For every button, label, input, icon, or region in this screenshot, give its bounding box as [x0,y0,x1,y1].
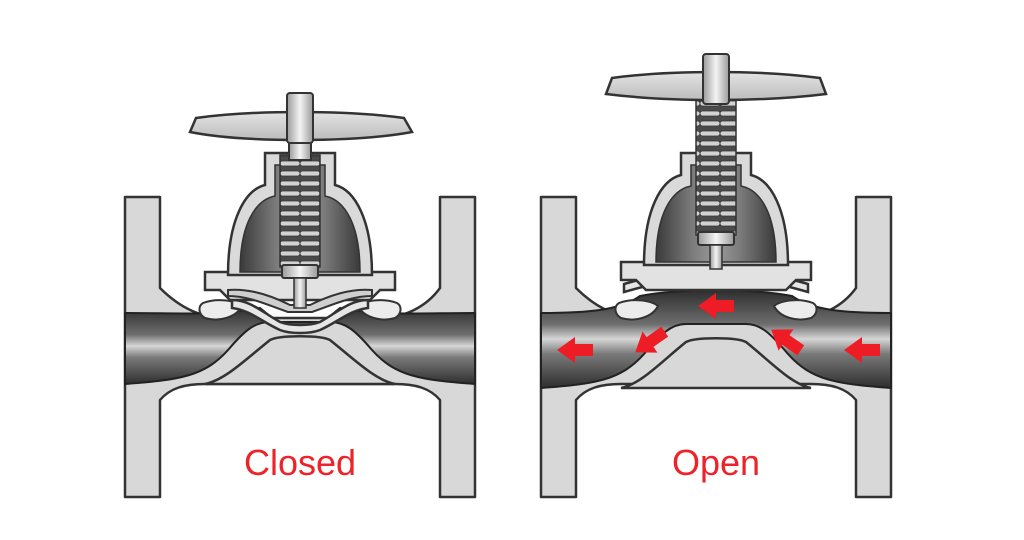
flow-arrows [557,293,880,363]
body-lip-left [614,299,660,321]
arrow-left-icon [771,329,805,356]
weir [620,337,812,390]
weir [204,335,396,386]
open-valve [539,53,893,499]
closed-label: Closed [243,442,357,483]
diaphragm [230,298,370,335]
arrow-left-icon [844,337,880,363]
arrow-left-icon [698,293,734,319]
bonnet-flange [619,260,813,292]
stem-nut [281,264,319,279]
compressor [227,288,373,313]
open-label: Open [671,442,761,483]
stem-nut [697,231,735,246]
arrow-left-icon [635,326,669,353]
arrow-left-icon [557,337,593,363]
closed-valve [123,92,477,499]
body-lip-right [772,299,818,321]
spring [279,154,321,268]
spring [695,94,737,236]
